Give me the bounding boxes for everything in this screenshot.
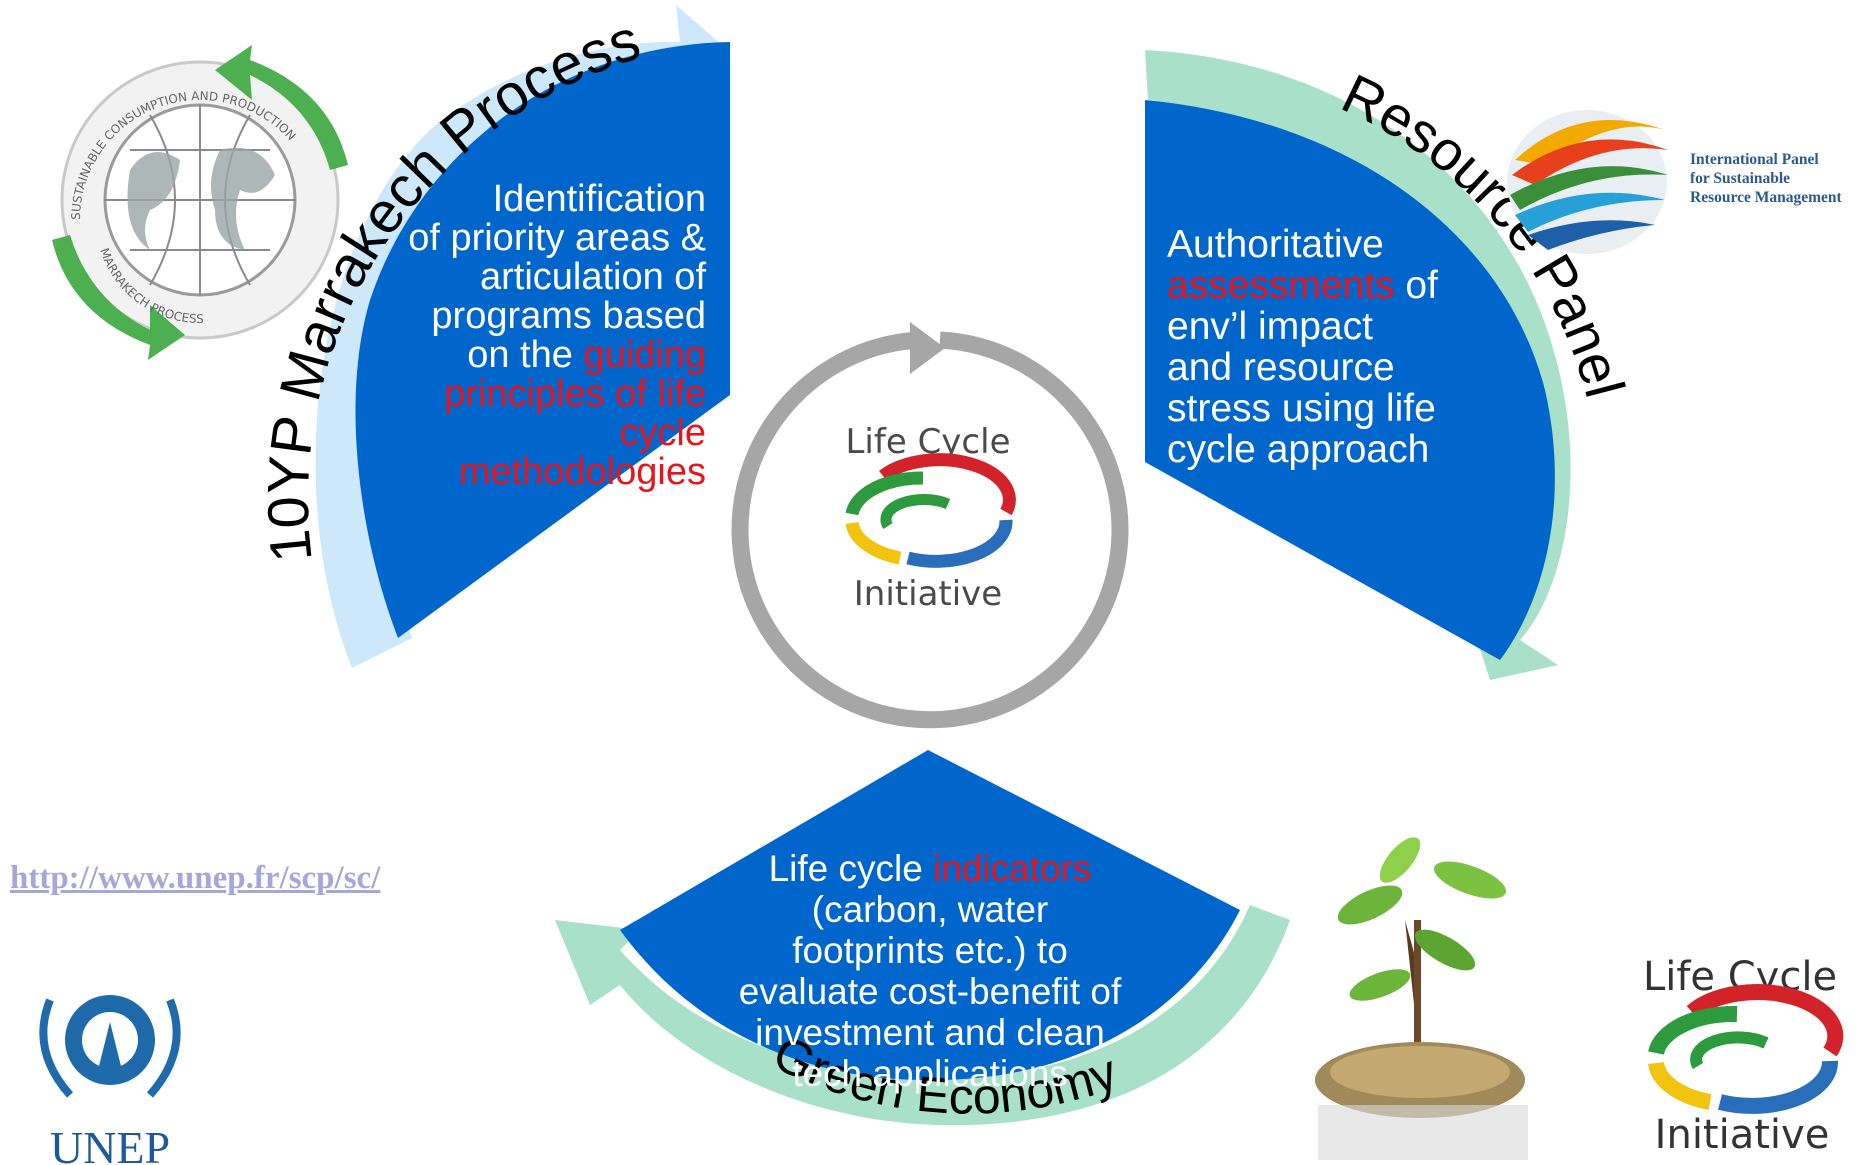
plant-coins-image (1310, 837, 1535, 1165)
resource-text-line5: stress using life (1167, 387, 1436, 430)
segment-green-economy: Green Economy (555, 750, 1290, 1126)
resource-panel-description: Authoritative assessments of env’l impac… (1167, 224, 1497, 470)
marrakech-text-line7: cycle (619, 412, 706, 454)
resource-text-line3: env’l impact (1167, 305, 1373, 348)
lci-corner-line2: Initiative (1655, 1112, 1830, 1158)
marrakech-text-line6: principles of life (444, 373, 706, 415)
swirl-red (879, 453, 1016, 516)
marrakech-description: Identification of priority areas & artic… (390, 180, 706, 492)
arrow-resource-panel (1145, 50, 1571, 680)
panel-text-line3: Resource Management (1690, 189, 1842, 206)
marrakech-text-line5: on the guiding (467, 334, 706, 376)
segment-blue-resource-panel (1145, 100, 1555, 660)
marrakech-text-line4: programs based (431, 295, 706, 337)
resource-text-line1: Authoritative (1167, 223, 1384, 266)
center-ring-arrowhead (910, 322, 945, 374)
marrakech-process-seal: SUSTAINABLE CONSUMPTION AND PRODUCTION M… (52, 45, 348, 360)
segment-blue-green-economy (620, 750, 1240, 1081)
unep-label: UNEP (50, 1122, 170, 1165)
resource-text-line2: assessments of (1167, 264, 1438, 307)
panel-logo-emblem (1507, 110, 1668, 254)
center-cycle-ring: Life Cycle Initiative (731, 322, 1129, 729)
lci-corner-logo: Life Cycle Initiative (1643, 954, 1844, 1158)
green-text-line5: investment and clean (755, 1012, 1105, 1053)
green-text-line1: Life cycle indicators (768, 848, 1092, 889)
center-lci-swirl (845, 453, 1016, 568)
swirl-green (845, 471, 924, 516)
globe-grid (105, 105, 295, 295)
panel-logo-text: International Panel for Sustainable Reso… (1690, 150, 1842, 207)
swirl-inner-green (880, 493, 951, 530)
panel-text-line2: for Sustainable (1690, 170, 1791, 187)
green-text-line2: (carbon, water (811, 889, 1049, 930)
segment-marrakech: 10YP Marrakech Process (256, 5, 730, 668)
segment-blue-marrakech (355, 42, 730, 638)
swirl-blue (906, 519, 1013, 568)
marrakech-text-line3: articulation of (479, 256, 706, 298)
green-economy-description: Life cycle indicators (carbon, water foo… (690, 848, 1170, 1094)
arrow-green-economy (555, 905, 1290, 1126)
green-text-line4: evaluate cost-benefit of (738, 971, 1122, 1012)
marrakech-text-line2: of priority areas & (408, 217, 706, 259)
arrow-marrakech (315, 5, 728, 668)
resource-text-line6: cycle approach (1167, 428, 1430, 471)
unep-emblem: UNEP (39, 995, 181, 1165)
marrakech-text-line8: methodologies (458, 451, 706, 493)
panel-text-line1: International Panel (1690, 151, 1819, 168)
marrakech-text-line1: Identification (492, 178, 706, 220)
center-ring-arc (731, 331, 1129, 729)
center-logo-line2: Initiative (854, 574, 1002, 614)
resource-text-line4: and resource (1167, 346, 1395, 389)
globe-continents (127, 147, 275, 250)
green-text-line6: tech applications (792, 1053, 1068, 1094)
green-text-line3: footprints etc.) to (792, 930, 1068, 971)
swirl-yellow (845, 521, 902, 565)
unep-scp-link[interactable]: http://www.unep.fr/scp/sc/ (10, 860, 381, 896)
seal-arrow-green-left (52, 235, 185, 360)
seal-arrow-green-right (215, 45, 348, 170)
